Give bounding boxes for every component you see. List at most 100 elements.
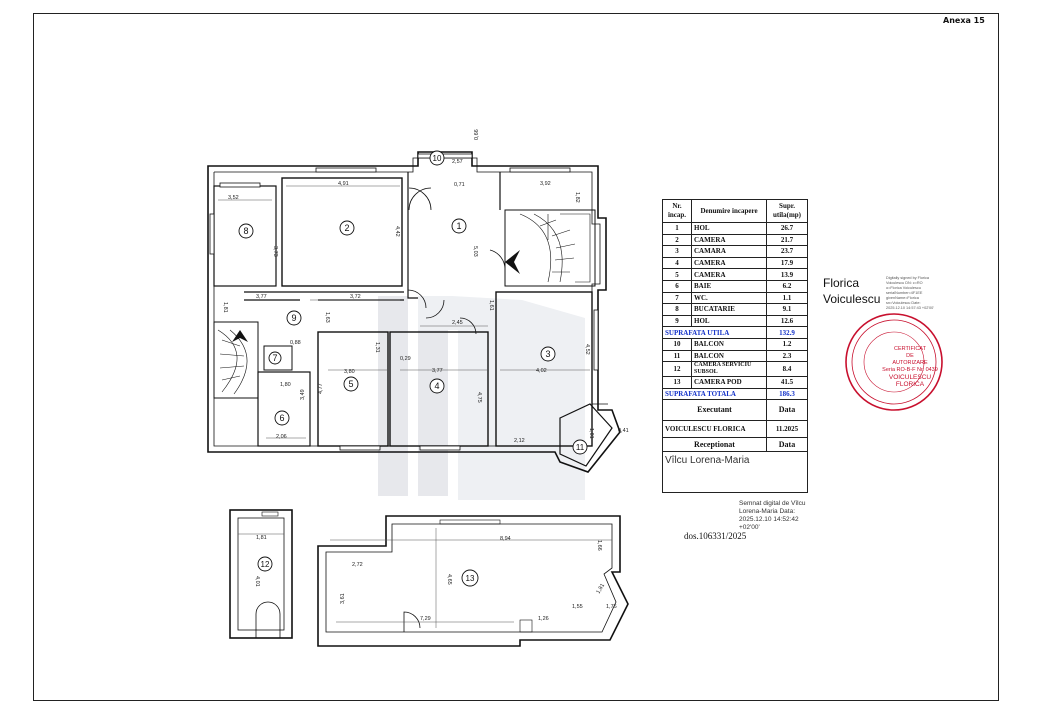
row-nr: 11 xyxy=(662,349,692,363)
dim-label: 1,01 xyxy=(588,428,594,439)
dim-label: 4,91 xyxy=(338,181,349,187)
dim-label: 3,49 xyxy=(300,389,306,400)
dim-label: 4,42 xyxy=(394,226,400,237)
dim-label: 3,80 xyxy=(344,369,355,375)
row-area: 17.9 xyxy=(766,256,808,270)
stamp-text: CERTIFICAT DE AUTORIZARE Seria RO-B-F Nr… xyxy=(875,346,945,388)
owner-signature-note: Digitally signed by Florica Voiculescu D… xyxy=(886,276,935,310)
room-12-walls xyxy=(229,509,293,639)
dim-label: 7,29 xyxy=(420,616,431,622)
executant-date: 11.2025 xyxy=(766,420,808,439)
dim-label: 4,65 xyxy=(446,574,452,585)
room-label-7: 7 xyxy=(272,353,277,363)
row-area: 12.6 xyxy=(766,314,808,328)
header-name: Denumire incapere xyxy=(691,199,767,223)
header-nr: Nr. incap. xyxy=(662,199,692,223)
dim-label: 0,41 xyxy=(618,428,629,434)
row-name: WC. xyxy=(691,291,767,305)
room-label-4: 4 xyxy=(434,381,439,391)
room-label-5: 5 xyxy=(348,379,353,389)
row-name: BAIE xyxy=(691,279,767,293)
room-label-9: 9 xyxy=(291,313,296,323)
dim-label: 1,82 xyxy=(574,192,580,203)
stamp-line: DE xyxy=(906,353,914,359)
dim-label: 1,81 xyxy=(222,302,228,313)
room-label-13: 13 xyxy=(466,574,475,583)
dim-label: 4,75 xyxy=(476,392,482,403)
legend-header-row: Nr. incap. Denumire incapere Supr. utila… xyxy=(662,199,808,223)
receptionat-label: Receptionat xyxy=(662,437,767,453)
row-area: 9.1 xyxy=(766,303,808,316)
room-marker-2: 2 xyxy=(339,220,355,236)
dim-label: 0,88 xyxy=(290,340,301,346)
dim-label: 1,81 xyxy=(596,583,607,595)
receptionat-date-label: Data xyxy=(766,437,808,453)
row-area: 6.2 xyxy=(766,279,808,293)
dim-label: 4,52 xyxy=(584,344,590,355)
row-nr: 4 xyxy=(662,256,692,270)
owner-signature: Florica Voiculescu xyxy=(823,276,881,306)
digital-signature-note: Semnat digital de Vîlcu Lorena-Maria Dat… xyxy=(739,500,806,531)
row-nr: 12 xyxy=(662,361,692,378)
row-area: 13.9 xyxy=(766,268,808,281)
stair-arrow-icon xyxy=(232,330,248,342)
useful-area-label: SUPRAFATA UTILA xyxy=(662,326,767,339)
dim-label: 2,72 xyxy=(352,562,363,568)
row-area: 21.7 xyxy=(766,233,808,247)
total-area-value: 186.3 xyxy=(766,387,808,401)
row-area: 23.7 xyxy=(766,245,808,258)
row-nr: 3 xyxy=(662,245,692,258)
executant-label: Executant xyxy=(662,399,767,422)
room-label-1: 1 xyxy=(456,221,461,231)
dim-label: 8,94 xyxy=(500,536,511,542)
dim-label: 1,61 xyxy=(488,300,494,311)
row-name: HOL xyxy=(691,222,767,235)
row-nr: 5 xyxy=(662,268,692,281)
room-marker-4: 4 xyxy=(429,378,445,394)
room-13-walls xyxy=(317,515,629,647)
windows xyxy=(209,153,599,451)
dim-label: 3,77 xyxy=(256,294,267,300)
dim-label: 1,81 xyxy=(256,535,267,541)
row-nr: 13 xyxy=(662,376,692,389)
total-area-label: SUPRAFATA TOTALA xyxy=(662,387,767,401)
receptionat-name: Vîlcu Lorena-Maria xyxy=(665,455,750,467)
room-label-6: 6 xyxy=(279,413,284,423)
row-name: CAMERA xyxy=(691,268,767,281)
row-name: CAMERA xyxy=(691,256,767,270)
dim-label: 0,29 xyxy=(400,356,411,362)
dim-label: 5,03 xyxy=(472,246,478,257)
room-marker-7: 7 xyxy=(268,351,282,365)
dim-label: 3,77 xyxy=(432,368,443,374)
stairs-main xyxy=(217,213,591,395)
dim-label: 2,57 xyxy=(452,159,463,165)
page-frame xyxy=(33,13,999,701)
room-marker-6: 6 xyxy=(274,410,290,426)
dim-label: 1,63 xyxy=(324,312,330,323)
dim-label: 3,52 xyxy=(228,195,239,201)
room-marker-3: 3 xyxy=(540,346,556,362)
room-label-10: 10 xyxy=(433,154,442,163)
dim-label: 0,66 xyxy=(474,129,480,140)
room-markers: 1 2 3 4 5 6 7 8 9 10 11 12 13 xyxy=(238,150,588,587)
room-label-11: 11 xyxy=(576,443,585,452)
row-name: BALCON xyxy=(691,349,767,363)
stamp-line: Seria RO-B-F Nr. 0439 xyxy=(882,367,938,373)
stamp-line: FLORICA xyxy=(895,381,925,388)
useful-area-value: 132.9 xyxy=(766,326,808,339)
dim-label: 2,06 xyxy=(276,434,287,440)
room-label-8: 8 xyxy=(243,226,248,236)
room-label-12: 12 xyxy=(261,560,270,569)
